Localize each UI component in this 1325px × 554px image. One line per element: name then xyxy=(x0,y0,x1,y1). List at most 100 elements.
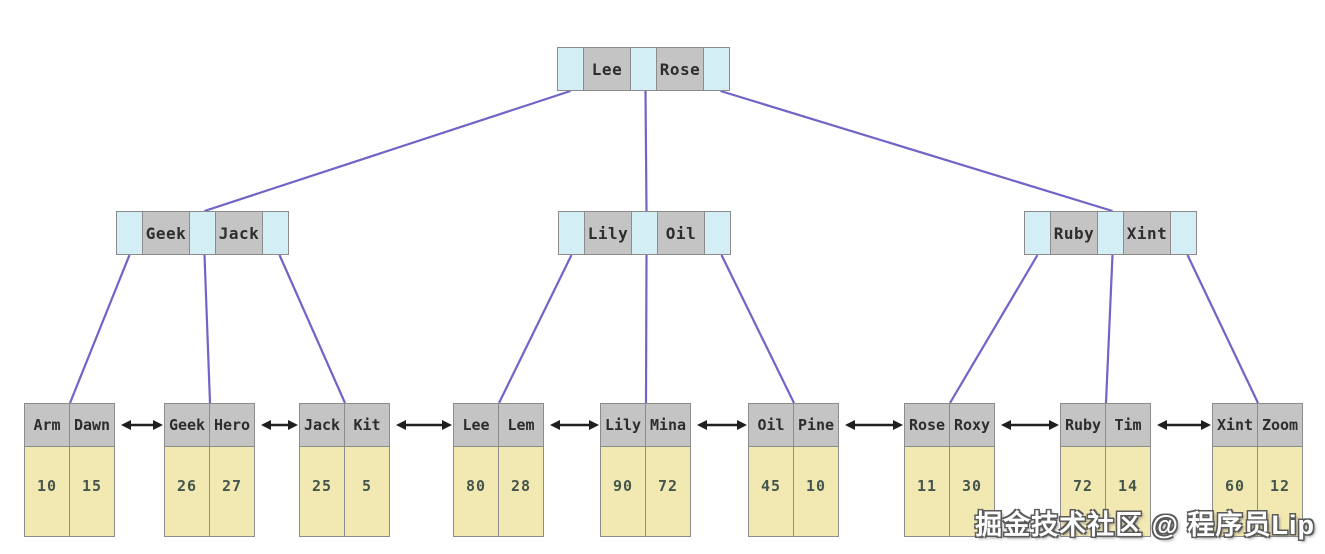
pointer-cell xyxy=(262,211,289,255)
watermark-text: 掘金技术社区 @ 程序员Lip xyxy=(975,510,1315,540)
leaf-key-label: Oil xyxy=(757,416,785,434)
leaf-link-arrowhead-right xyxy=(1049,420,1059,430)
leaf-value-cell: 12 xyxy=(1257,446,1303,537)
key-label: Lily xyxy=(587,223,629,243)
leaf-key-cell: Mina xyxy=(645,403,691,447)
leaf-key-cell: Dawn xyxy=(69,403,115,447)
leaf-value-label: 45 xyxy=(760,477,782,495)
leaf-link-arrowhead-left xyxy=(1001,420,1011,430)
leaf-value-label: 14 xyxy=(1117,477,1139,495)
leaf-node-leaf-5: Oil Pine 45 10 xyxy=(748,403,840,537)
leaf-values: 45 10 xyxy=(748,446,840,537)
tree-edge-ruby-xint-leaf-7 xyxy=(1104,254,1114,404)
leaf-value-label: 72 xyxy=(1072,477,1094,495)
tree-edge-ruby-xint-leaf-8 xyxy=(1186,254,1259,404)
leaf-link-arrowhead-left xyxy=(845,420,855,430)
pointer-cell xyxy=(558,211,585,255)
leaf-header: Lee Lem xyxy=(453,403,545,447)
leaf-key-cell: Geek xyxy=(164,403,210,447)
leaf-key-cell: Oil xyxy=(748,403,794,447)
leaf-value-cell: 45 xyxy=(748,446,794,537)
key-label: Jack xyxy=(218,223,260,243)
leaf-value-label: 60 xyxy=(1224,477,1246,495)
leaf-value-cell: 26 xyxy=(164,446,210,537)
leaf-key-label: Kit xyxy=(353,416,381,434)
leaf-value-cell: 15 xyxy=(69,446,115,537)
tree-edge-root-lily-oil xyxy=(644,90,648,212)
leaf-values: 80 28 xyxy=(453,446,545,537)
leaf-value-label: 5 xyxy=(361,477,373,495)
leaf-key-label: Dawn xyxy=(73,416,111,434)
leaf-node-leaf-3: Lee Lem 80 28 xyxy=(453,403,545,537)
leaf-key-cell: Jack xyxy=(299,403,345,447)
key-cell: Xint xyxy=(1123,211,1171,255)
leaf-link-arrowhead-left xyxy=(261,420,271,430)
tree-edge-lily-oil-leaf-5 xyxy=(720,254,795,404)
leaf-key-label: Tim xyxy=(1114,416,1142,434)
leaf-value-cell: 5 xyxy=(344,446,390,537)
leaf-value-label: 11 xyxy=(916,477,938,495)
leaf-link-arrowhead-right xyxy=(737,420,747,430)
pointer-cell xyxy=(189,211,216,255)
leaf-value-label: 72 xyxy=(657,477,679,495)
leaf-node-leaf-2: Jack Kit 25 5 xyxy=(299,403,391,537)
leaf-key-label: Ruby xyxy=(1064,416,1102,434)
leaf-node-leaf-7: Ruby Tim 72 14 xyxy=(1060,403,1152,537)
leaf-value-label: 15 xyxy=(81,477,103,495)
leaf-value-cell: 10 xyxy=(24,446,70,537)
leaf-key-label: Lem xyxy=(507,416,535,434)
key-cell: Geek xyxy=(142,211,190,255)
leaf-key-cell: Arm xyxy=(24,403,70,447)
leaf-key-cell: Zoom xyxy=(1257,403,1303,447)
leaf-header: Oil Pine xyxy=(748,403,840,447)
pointer-cell xyxy=(557,47,584,91)
pointer-cell xyxy=(631,211,658,255)
leaf-key-label: Lee xyxy=(462,416,490,434)
key-cell: Lily xyxy=(584,211,632,255)
leaf-key-cell: Hero xyxy=(209,403,255,447)
leaf-key-cell: Xint xyxy=(1212,403,1258,447)
leaf-value-label: 25 xyxy=(311,477,333,495)
leaf-key-label: Jack xyxy=(303,416,341,434)
pointer-cell xyxy=(704,211,731,255)
leaf-key-cell: Tim xyxy=(1105,403,1151,447)
leaf-value-cell: 25 xyxy=(299,446,345,537)
leaf-value-cell: 72 xyxy=(645,446,691,537)
leaf-key-label: Zoom xyxy=(1261,416,1299,434)
key-label: Ruby xyxy=(1053,223,1095,243)
leaf-link-arrowhead-left xyxy=(396,420,406,430)
leaf-link-arrowhead-right xyxy=(893,420,903,430)
leaf-key-cell: Rose xyxy=(904,403,950,447)
leaf-value-label: 10 xyxy=(36,477,58,495)
key-cell: Lee xyxy=(583,47,631,91)
leaf-value-cell: 80 xyxy=(453,446,499,537)
leaf-value-label: 30 xyxy=(961,477,983,495)
leaf-link-arrowhead-right xyxy=(1201,420,1211,430)
key-label: Xint xyxy=(1126,223,1168,243)
leaf-value-cell: 90 xyxy=(600,446,646,537)
leaf-values: 10 15 xyxy=(24,446,116,537)
leaf-value-cell: 60 xyxy=(1212,446,1258,537)
leaf-values: 11 30 xyxy=(904,446,996,537)
leaf-value-label: 28 xyxy=(510,477,532,495)
pointer-cell xyxy=(1170,211,1197,255)
leaf-value-cell: 72 xyxy=(1060,446,1106,537)
key-cell: Ruby xyxy=(1050,211,1098,255)
leaf-key-label: Geek xyxy=(168,416,206,434)
leaf-key-label: Hero xyxy=(213,416,251,434)
leaf-link-arrowhead-right xyxy=(442,420,452,430)
leaf-value-cell: 10 xyxy=(793,446,839,537)
leaf-key-cell: Pine xyxy=(793,403,839,447)
key-label: Geek xyxy=(145,223,187,243)
